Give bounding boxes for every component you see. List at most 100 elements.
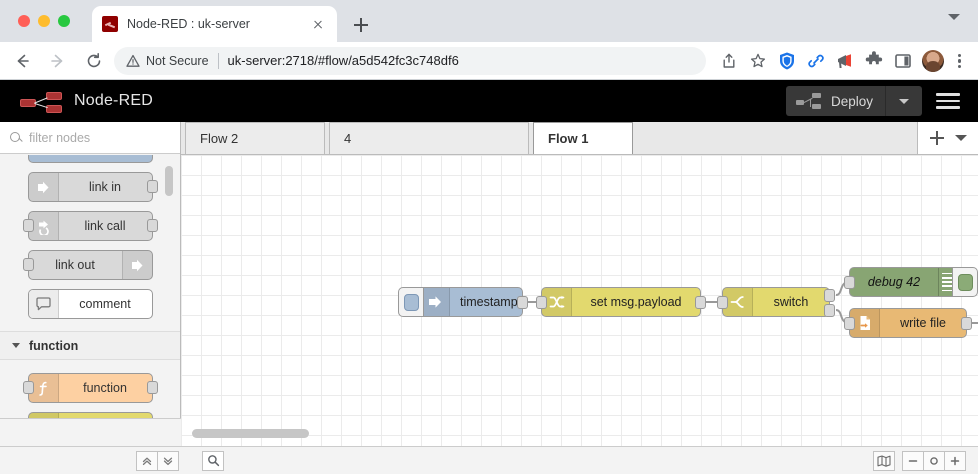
input-port[interactable] <box>22 219 34 232</box>
output-port[interactable] <box>517 296 528 309</box>
megaphone-icon[interactable] <box>832 48 858 74</box>
output-port-1[interactable] <box>824 289 835 302</box>
address-bar[interactable]: Not Secure uk-server:2718/#flow/a5d542fc… <box>114 46 706 75</box>
palette-node-partial[interactable] <box>27 155 153 163</box>
canvas-view-controls <box>873 450 966 471</box>
flow-node-debug-42[interactable]: debug 42 <box>844 267 978 297</box>
palette-scroll-region[interactable]: link in link call link out <box>0 155 180 446</box>
deploy-divider <box>885 86 886 116</box>
zoom-in-icon[interactable] <box>944 450 966 471</box>
palette-scrollbar[interactable] <box>165 166 173 196</box>
navigator-map-icon[interactable] <box>873 450 895 471</box>
switch-icon <box>723 288 753 316</box>
link-out-icon <box>121 251 152 279</box>
search-input[interactable]: filter nodes <box>0 122 180 154</box>
flow-tab-flow-1[interactable]: Flow 1 <box>533 122 633 154</box>
shield-icon[interactable] <box>774 48 800 74</box>
window-minimize-button[interactable] <box>38 15 50 27</box>
palette-node-function[interactable]: function <box>22 373 158 403</box>
file-write-icon <box>850 309 880 337</box>
extensions-puzzle-icon[interactable] <box>861 48 887 74</box>
output-port[interactable] <box>695 296 706 309</box>
palette-node-link-call[interactable]: link call <box>22 211 158 241</box>
browser-tab[interactable]: Node-RED : uk-server <box>92 6 337 42</box>
share-icon[interactable] <box>716 48 742 74</box>
url-text: uk-server:2718/#flow/a5d542fc3c748df6 <box>227 53 459 68</box>
forward-arrow-icon[interactable] <box>44 47 72 75</box>
input-port[interactable] <box>844 317 855 330</box>
palette-category-function[interactable]: function <box>0 331 180 360</box>
flow-tab-flow-2[interactable]: Flow 2 <box>185 122 325 154</box>
palette-node-link-out[interactable]: link out <box>22 250 153 280</box>
palette-node-label: link out <box>55 258 95 272</box>
flow-tab-label: Flow 2 <box>200 131 239 146</box>
output-port[interactable] <box>146 381 158 394</box>
palette-node-label: function <box>83 381 127 395</box>
flow-tab-label: Flow 1 <box>548 131 589 146</box>
link-icon[interactable] <box>803 48 829 74</box>
tab-list-caret-icon[interactable] <box>950 125 972 151</box>
flow-tab-controls <box>917 122 978 154</box>
window-close-button[interactable] <box>18 15 30 27</box>
palette-node-label: link call <box>84 219 126 233</box>
output-port-2[interactable] <box>824 304 835 317</box>
output-port[interactable] <box>146 219 158 232</box>
comment-icon <box>28 290 59 318</box>
output-port[interactable] <box>146 180 158 193</box>
flow-node-label: write file <box>900 316 946 330</box>
palette-node-label: comment <box>79 297 131 311</box>
add-tab-icon[interactable] <box>924 125 950 151</box>
close-icon[interactable] <box>309 15 327 33</box>
warning-triangle-icon <box>126 54 140 68</box>
flow-tab-4[interactable]: 4 <box>329 122 529 154</box>
zoom-reset-icon[interactable] <box>923 450 945 471</box>
debug-toggle-button[interactable] <box>952 267 978 297</box>
chevron-down-icon[interactable] <box>948 14 960 20</box>
flow-node-switch[interactable]: switch <box>717 287 835 317</box>
flow-node-set-msg-payload[interactable]: set msg.payload <box>536 287 706 317</box>
canvas-horizontal-scrollbar[interactable] <box>192 429 309 438</box>
search-placeholder: filter nodes <box>29 130 91 145</box>
flow-node-write-file[interactable]: write file <box>844 308 972 338</box>
flow-node-label: set msg.payload <box>590 295 682 309</box>
node-red-header: Node-RED Deploy <box>0 80 978 122</box>
flow-canvas[interactable]: timestamp set msg.payload <box>181 155 978 446</box>
function-f-icon <box>28 374 59 402</box>
inject-trigger-button[interactable] <box>398 287 424 317</box>
palette-node-comment[interactable]: comment <box>27 289 153 319</box>
chevron-down-icon <box>12 343 20 348</box>
window-maximize-button[interactable] <box>58 15 70 27</box>
flow-tab-bar: Flow 2 4 Flow 1 <box>181 122 978 155</box>
bookmark-star-icon[interactable] <box>745 48 771 74</box>
search-icon <box>10 131 22 144</box>
flow-node-label: debug 42 <box>867 275 921 289</box>
output-port[interactable] <box>961 317 972 330</box>
reload-icon[interactable] <box>80 47 108 75</box>
kebab-menu-icon[interactable] <box>948 48 970 74</box>
search-icon[interactable] <box>202 450 224 471</box>
new-tab-icon[interactable] <box>348 12 374 38</box>
omnibox-divider <box>217 52 219 69</box>
deploy-label: Deploy <box>830 93 873 109</box>
deploy-button[interactable]: Deploy <box>785 86 922 116</box>
profile-avatar[interactable] <box>922 49 944 72</box>
back-arrow-icon[interactable] <box>8 47 36 75</box>
zoom-out-icon[interactable] <box>902 450 924 471</box>
input-port[interactable] <box>536 296 547 309</box>
chevron-down-icon[interactable] <box>899 98 909 104</box>
hamburger-menu-icon[interactable] <box>936 89 960 113</box>
node-red-logo <box>20 89 64 113</box>
input-port[interactable] <box>22 381 34 394</box>
chevrons-down-icon[interactable] <box>157 450 179 471</box>
input-port[interactable] <box>22 258 34 271</box>
flow-node-label: timestamp <box>460 295 518 309</box>
chevrons-up-icon[interactable] <box>136 450 158 471</box>
status-bar <box>0 446 978 474</box>
side-panel-icon[interactable] <box>890 48 916 74</box>
palette-node-link-in[interactable]: link in <box>27 172 158 202</box>
node-red-favicon <box>102 16 118 32</box>
input-port[interactable] <box>717 296 728 309</box>
flow-node-timestamp[interactable]: timestamp <box>398 287 528 317</box>
flow-node-label: switch <box>773 295 809 309</box>
input-port[interactable] <box>844 276 855 289</box>
